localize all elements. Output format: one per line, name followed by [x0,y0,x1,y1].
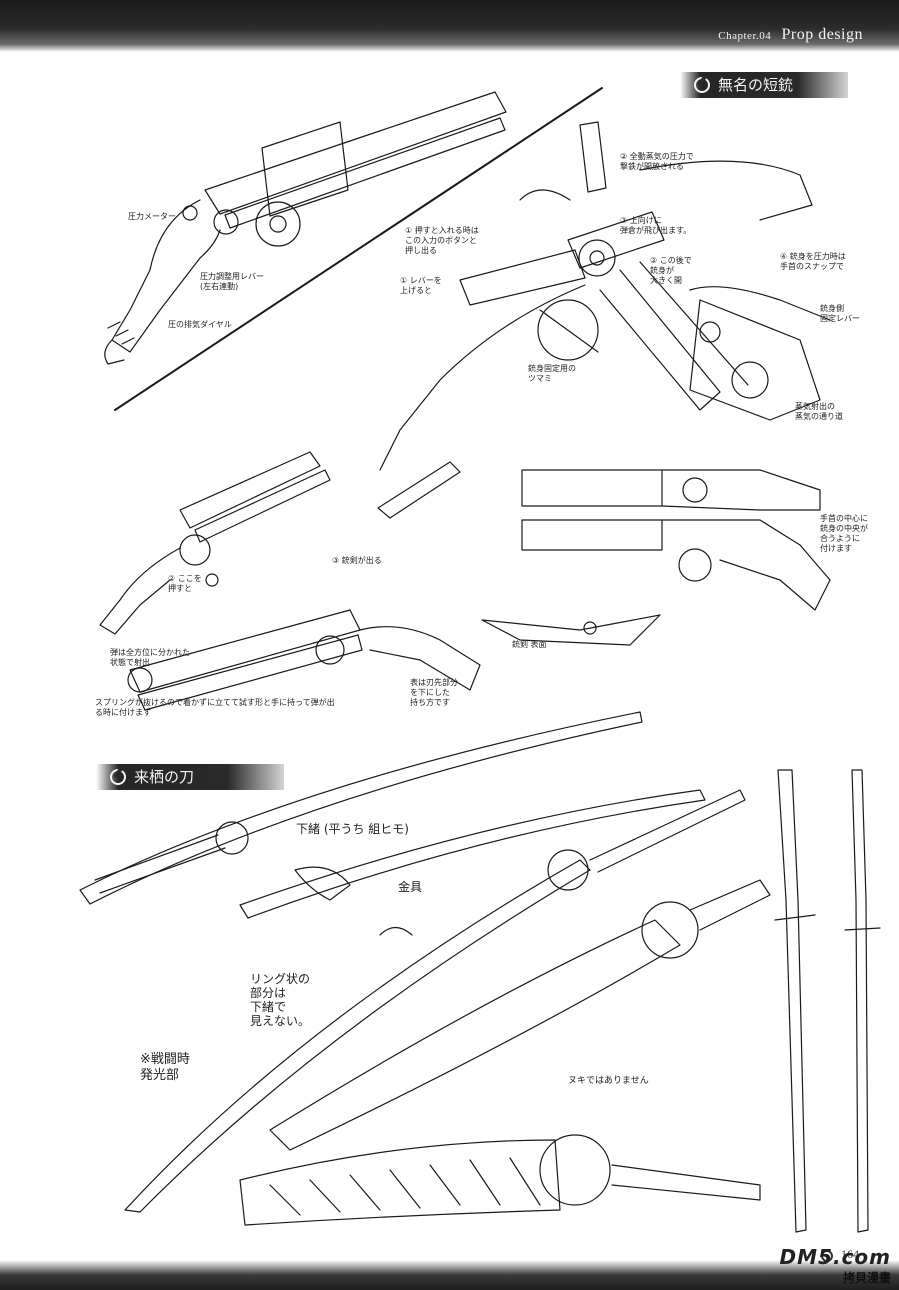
note-barrel: 弾は全方位に分かれた 状態で射出 [110,648,190,667]
note-exhaust: 圧の排気ダイヤル [168,320,232,329]
watermark: DM5.com 拷貝漫畫 [780,1245,891,1286]
section-label: Prop design [781,26,863,43]
gun-sketch-side [481,469,831,646]
page-number: 164 [841,1247,859,1261]
header-band [0,0,899,52]
note-3-blade: ③ 銃剣が出る [332,556,382,565]
sword-sketch-grip [239,1134,761,1226]
section-marker-icon [694,77,710,93]
note-2-open: ② 全動蒸気の圧力で 撃鉄が開放される [620,152,694,171]
sword-sketch-vertical [774,769,881,1233]
gun-sketch-main [104,91,507,365]
note-1-press: ① 押すと入れる時は この入力のボタンと 押し出る [405,226,479,255]
divider-line [114,87,603,411]
note-barrel-fix: 銃身側 固定レバー [820,304,860,323]
footer-band [0,1260,899,1290]
note-sageo: 下緒 (平うち 組ヒモ) [296,822,409,836]
note-steam-path: 蒸気射出の 蒸気の通り道 [795,402,843,421]
chapter-title: Chapter.04 Prop design [718,26,863,44]
note-blade-bottom: 表は刃先部分 を下にした 持ち方です [410,678,458,707]
note-2-here: ② ここを 押すと [168,574,202,593]
page-marker-icon [821,1250,833,1262]
note-1-lever: ① レバーを 上げると [400,276,442,295]
watermark-text: 拷貝漫畫 [842,1271,891,1285]
note-no-nuki: ヌキではありません [568,1076,649,1086]
note-lock-thumb: 銃身固定用の ツマミ [528,364,576,383]
note-lever: 圧力調整用レバー (左右連動) [200,272,264,291]
sword-sketch-blade [269,879,771,1151]
gun-sketch-rear [127,609,481,711]
note-pressure-meter: 圧力メーター [128,212,176,221]
section-marker-icon [110,769,126,785]
note-2-open2: ② この後で 銃身が 大きく開 [650,256,692,285]
sword-section-title: 来栖の刀 [96,764,284,790]
watermark-brand: DM5.com [779,1245,891,1269]
note-kanagu: 金具 [398,880,423,894]
note-4-barrel: ④ 銃身を圧力時は 手首のスナップで [780,252,846,271]
note-3-top: ③ 上向けに 弾倉が飛び出ます。 [620,216,692,235]
sword-sketch-drawn [124,789,746,1213]
chapter-label: Chapter.04 [718,30,772,42]
sword-section-label: 来栖の刀 [134,768,195,786]
gun-section-label: 無名の短銃 [718,76,794,94]
gun-sketch-open [379,121,831,471]
note-grip: 手首の中心に 銃身の中央が 合うように 付けます [820,514,868,553]
note-bayonet: 銃剣 表面 [512,640,547,649]
gun-section-title: 無名の短銃 [680,72,848,98]
note-spring: スプリングが抜けるので着かずに立てて試す形と手に持って弾が出る時に付けます [95,698,335,717]
sword-sketch-sheathed [79,711,706,936]
gun-sketch-bayonet [99,451,461,635]
prop-sketch-art [79,87,881,1233]
note-battle-glow: ※戦闘時 発光部 [140,1052,190,1083]
note-ring: リング状の 部分は 下緒で 見えない。 [250,972,311,1028]
